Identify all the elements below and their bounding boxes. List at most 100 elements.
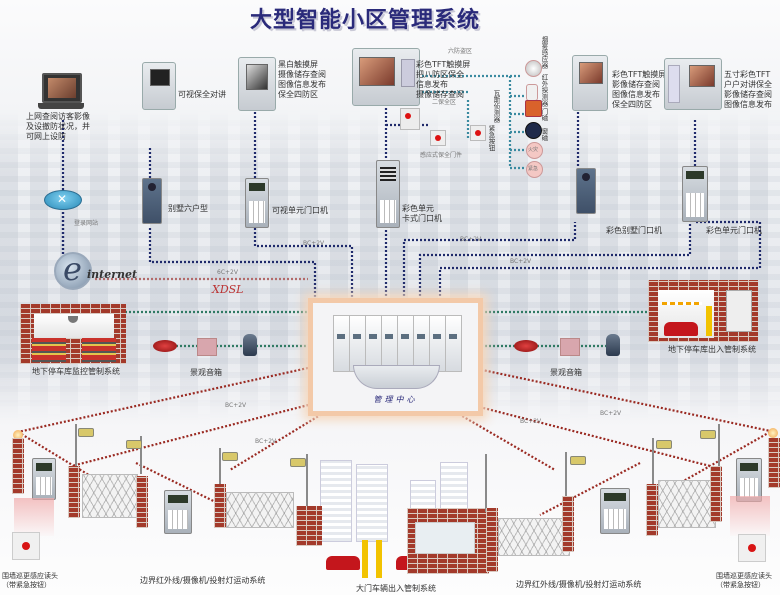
right-patrol-reader-label: 围墙巡更感应读头 （带紧急按钮） (716, 572, 772, 589)
wire-label-bus-4: 6C+2V (217, 269, 238, 276)
internet-explorer-icon (54, 250, 92, 290)
center-left-reader-panel (164, 490, 192, 534)
guard-window (415, 522, 475, 554)
camera-6-icon (656, 440, 672, 449)
wire-label-perim-right-2: BC+2V (600, 410, 622, 417)
guard-booth (407, 508, 489, 574)
pillar-7 (710, 466, 722, 522)
pillar-3 (214, 484, 226, 528)
window-magnet-icon (525, 122, 542, 139)
right-beam (730, 496, 770, 536)
wire-label-bus-3: BC+2V (510, 258, 532, 265)
wire-center-unit-right (418, 222, 692, 300)
left-parking-garage (20, 304, 126, 364)
speaker-dark-right (606, 334, 620, 356)
window-magnet-label: 窗磁 (540, 128, 548, 141)
wire-label-perim-right: BC+2V (520, 418, 542, 425)
six-zone-label: 六防盗区 (448, 48, 473, 55)
right-parking-garage (648, 280, 758, 342)
red-car (664, 322, 698, 336)
induction-door-icon (430, 130, 446, 146)
lamp-left (13, 430, 23, 440)
visual-unit-door-label: 可视单元门口机 (272, 206, 328, 215)
pole-2 (140, 436, 142, 474)
fire-sensor-icon (526, 142, 543, 159)
color-villa-door-label: 彩色别墅门口机 (606, 226, 662, 235)
gas-detector-icon (400, 108, 420, 130)
card-reader-kiosk (726, 290, 752, 332)
laptop-icon (42, 73, 82, 103)
building-2 (356, 464, 388, 542)
speaker-dark-left (243, 334, 257, 356)
building-1 (320, 460, 352, 542)
lamp-right (768, 428, 778, 438)
color-unit-door-label: 彩色单元门口机 (706, 226, 762, 235)
barrier-post (706, 306, 712, 336)
fence-section-3 (498, 518, 570, 556)
bw-touchscreen-monitor (238, 57, 276, 111)
internet-label: internet (87, 268, 138, 281)
router-label: 登录网站 (74, 220, 99, 227)
speaker-pink-right (560, 338, 580, 356)
villa-six-label: 别墅六户型 (168, 204, 208, 213)
pillar-2 (136, 476, 148, 528)
wire-perim-left-top (17, 366, 309, 434)
wire-right-loop (438, 220, 762, 300)
pillar-5 (562, 496, 574, 552)
laptop-base (38, 103, 84, 109)
page-title: 大型智能小区管理系统 (250, 7, 481, 33)
camera-1-icon (78, 428, 94, 437)
gate-label: 大门车辆出入管制系统 (356, 584, 436, 593)
color-unit-card-door-panel (376, 160, 400, 228)
left-fence-label: 边界红外线/摄像机/投射灯运动系统 (140, 576, 266, 585)
gate-pole-right (485, 454, 487, 512)
pole-7 (718, 424, 720, 476)
gate-barrier-right (376, 540, 382, 578)
pole-3 (219, 448, 221, 488)
emergency-button-label: 紧急按钮 (487, 125, 495, 151)
wire-label-bus-2: BC+2V (460, 236, 482, 243)
speaker-red-right (514, 340, 538, 352)
left-beam (14, 498, 54, 536)
smoke-detector-icon (525, 60, 542, 77)
right-fence-label: 边界红外线/摄像机/投射灯运动系统 (516, 580, 642, 589)
wire-label-perim-left-2: BC+2V (225, 402, 247, 409)
visual-unit-door-panel (245, 178, 269, 228)
emergency-button-icon (470, 125, 486, 141)
infrared-detector-label: 红外探测器 (540, 74, 548, 107)
pillar-right-end (768, 438, 780, 488)
wire-label-perim-left: BC+2V (255, 438, 277, 445)
wire-villa-center (148, 228, 317, 300)
door-magnet-label: 门磁 (540, 108, 548, 121)
alarm-sensor-icon (526, 161, 543, 178)
pole-5 (565, 452, 567, 506)
fence-section-4 (658, 480, 716, 528)
color-unit-card-door-label: 彩色单元 卡式门口机 (402, 204, 442, 223)
wire-perim-left-mid (229, 405, 336, 471)
camera-2-icon (126, 440, 142, 449)
right-parking-label: 地下停车库出入管制系统 (668, 345, 756, 354)
door-magnet-icon (525, 100, 542, 117)
speaker-pink-left (197, 338, 217, 356)
fence-section-1 (82, 474, 138, 518)
camera-7-icon (700, 430, 716, 439)
data-wires (61, 108, 762, 300)
pillar-4 (486, 508, 498, 572)
wire-perim-right-mid (444, 405, 556, 471)
control-center-label: 管理中心 (373, 395, 418, 404)
fence-section-2 (226, 492, 294, 528)
xdsl-label: XDSL (212, 283, 244, 296)
pillar-1 (68, 466, 80, 518)
camera-5-icon (570, 456, 586, 465)
gate-pole-left (306, 454, 308, 534)
two-zone-label: 二保全区 (432, 99, 457, 106)
five-inch-color-monitor (664, 58, 722, 110)
speaker-red-left (153, 340, 177, 352)
gate-camera-left-icon (290, 458, 306, 467)
gate-barrier-left (362, 540, 368, 578)
infrared-detector-icon (526, 84, 538, 101)
left-speakers-label: 景观音箱 (190, 368, 222, 377)
left-emergency-button-icon (12, 532, 40, 560)
green-wires (125, 310, 650, 348)
wire-detectors (508, 76, 525, 170)
